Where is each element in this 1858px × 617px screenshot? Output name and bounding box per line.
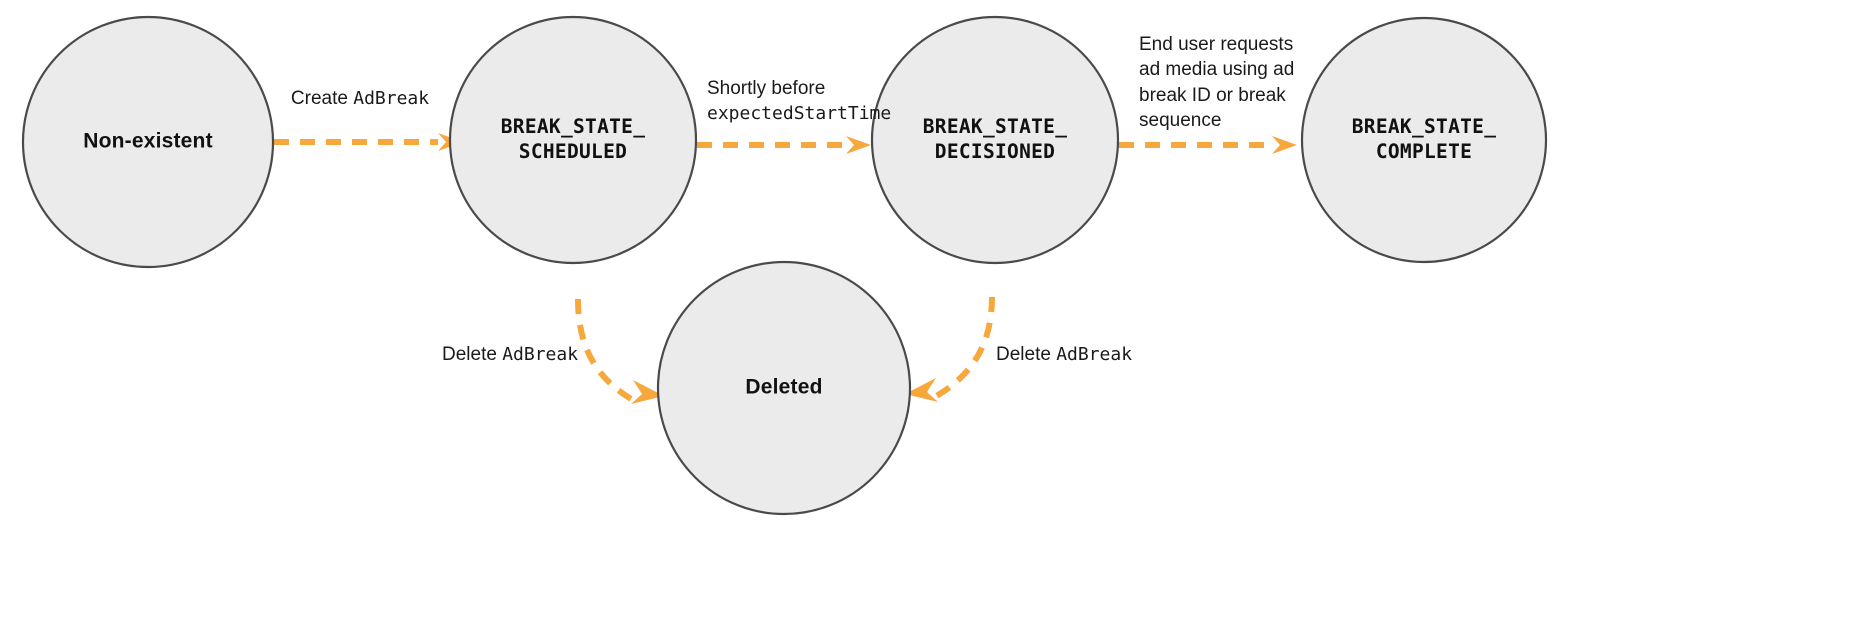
- arrow-head-icon: [846, 136, 871, 154]
- node-break-state-complete[interactable]: [1300, 16, 1548, 264]
- node-break-state-decisioned[interactable]: [870, 15, 1120, 265]
- node-deleted[interactable]: [656, 260, 912, 516]
- arrow-head-icon: [905, 378, 938, 402]
- edge-create-adbreak: [274, 133, 463, 151]
- edge-end-user-requests: [1119, 136, 1297, 154]
- edge-delete-adbreak-decisioned: [905, 296, 995, 402]
- arrow-head-icon: [631, 380, 664, 404]
- edge-shortly-before: [697, 136, 871, 154]
- edge-path-delete-adbreak-decisioned: [931, 296, 995, 401]
- arrow-head-icon: [1272, 136, 1297, 154]
- node-non-existent[interactable]: [21, 15, 275, 269]
- node-break-state-scheduled[interactable]: [448, 15, 698, 265]
- edge-path-delete-adbreak-scheduled: [575, 298, 638, 405]
- edge-delete-adbreak-scheduled: [575, 298, 664, 405]
